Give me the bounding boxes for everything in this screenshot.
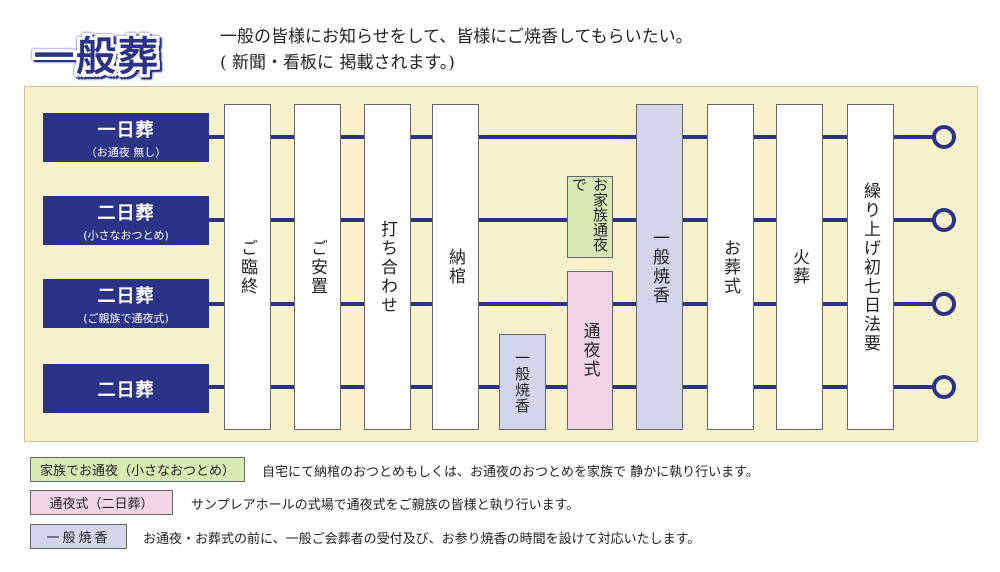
legend-swatch-kazoku-tsuya: 家族でお通夜（小さなおつとめ） [30, 457, 245, 482]
row-label-main: 二日葬 [97, 285, 155, 307]
legend-description: 自宅にて納棺のおつとめもしくは、お通夜のおつとめを家族で 静かに執り行います。 [262, 465, 759, 480]
flow-end-circle-icon [932, 125, 956, 149]
legend-label: 通夜式（二日葬） [49, 497, 154, 512]
stage-shonanoka: 繰り上げ初七日法要 [847, 104, 894, 430]
stage-label: ご安置 [307, 238, 327, 296]
stage-label: ご臨終 [237, 238, 257, 296]
stage-tsuyashiki: 通夜式 [567, 271, 613, 430]
legend-label: 家族でお通夜（小さなおつとめ） [39, 464, 235, 479]
stage-label: 繰り上げ初七日法要 [860, 181, 880, 353]
stage-kaso: 火葬 [776, 104, 823, 430]
row-label-sub: (ご親族で通夜式) [83, 311, 169, 325]
stage-label: 通夜式 [579, 322, 600, 379]
flow-line-row-1 [209, 135, 936, 139]
row-label-two-day-small: 二日葬 (小さなおつとめ) [43, 196, 209, 245]
stage-label: 納棺 [445, 248, 465, 286]
row-label-two-day-relatives: 二日葬 (ご親族で通夜式) [43, 279, 209, 328]
row-label-sub: （お通夜 無し） [85, 145, 167, 159]
row-label-main: 一日葬 [97, 119, 155, 141]
row-label-main: 二日葬 [97, 202, 155, 224]
stage-ippan-shoko: 一般焼香 [636, 104, 683, 430]
stage-label: 一般焼香 [513, 350, 531, 414]
legend-description: サンプレアホールの式場で通夜式をご親族の皆様と執り行います。 [191, 498, 580, 513]
stage-label: 一般焼香 [649, 229, 669, 305]
flow-end-circle-icon [932, 292, 956, 316]
stage-sosiki: お葬式 [707, 104, 754, 430]
row-label-main: 二日葬 [97, 379, 155, 401]
row-label-one-day: 一日葬 （お通夜 無し） [43, 113, 209, 162]
row-label-sub: (小さなおつとめ) [83, 228, 169, 242]
stage-anchi: ご安置 [294, 104, 341, 430]
stage-label: お葬式 [720, 238, 740, 296]
stage-uchiawase: 打ち合わせ [364, 104, 411, 430]
header-line-1: 一般の皆様にお知らせをして、皆様にご焼香してもらいたい。 [220, 27, 693, 47]
flow-end-circle-icon [932, 208, 956, 232]
stage-ippan-shoko-small: 一般焼香 [499, 334, 546, 430]
legend-swatch-tsuyashiki: 通夜式（二日葬） [30, 490, 173, 515]
stage-nokan: 納棺 [432, 104, 479, 430]
stage-kazoku-tsuya: お家族通夜で [567, 176, 613, 258]
legend-description: お通夜・お葬式の前に、一般ご会葬者の受付及び、お参り焼香の時間を設けて対応いたし… [143, 532, 701, 547]
stage-label: 火葬 [789, 248, 809, 286]
legend-label: 一般焼香 [46, 531, 111, 546]
stage-rinju: ご臨終 [224, 104, 271, 430]
stage-label: 打ち合わせ [377, 219, 397, 315]
page-title: 一般葬 [34, 34, 160, 80]
row-label-two-day: 二日葬 [43, 364, 209, 413]
legend-swatch-ippan-shoko: 一般焼香 [30, 524, 127, 549]
header-line-2: ( 新聞・看板に 掲載されます。) [220, 53, 455, 73]
flow-end-circle-icon [932, 375, 956, 399]
stage-label: お家族通夜で [570, 177, 609, 252]
